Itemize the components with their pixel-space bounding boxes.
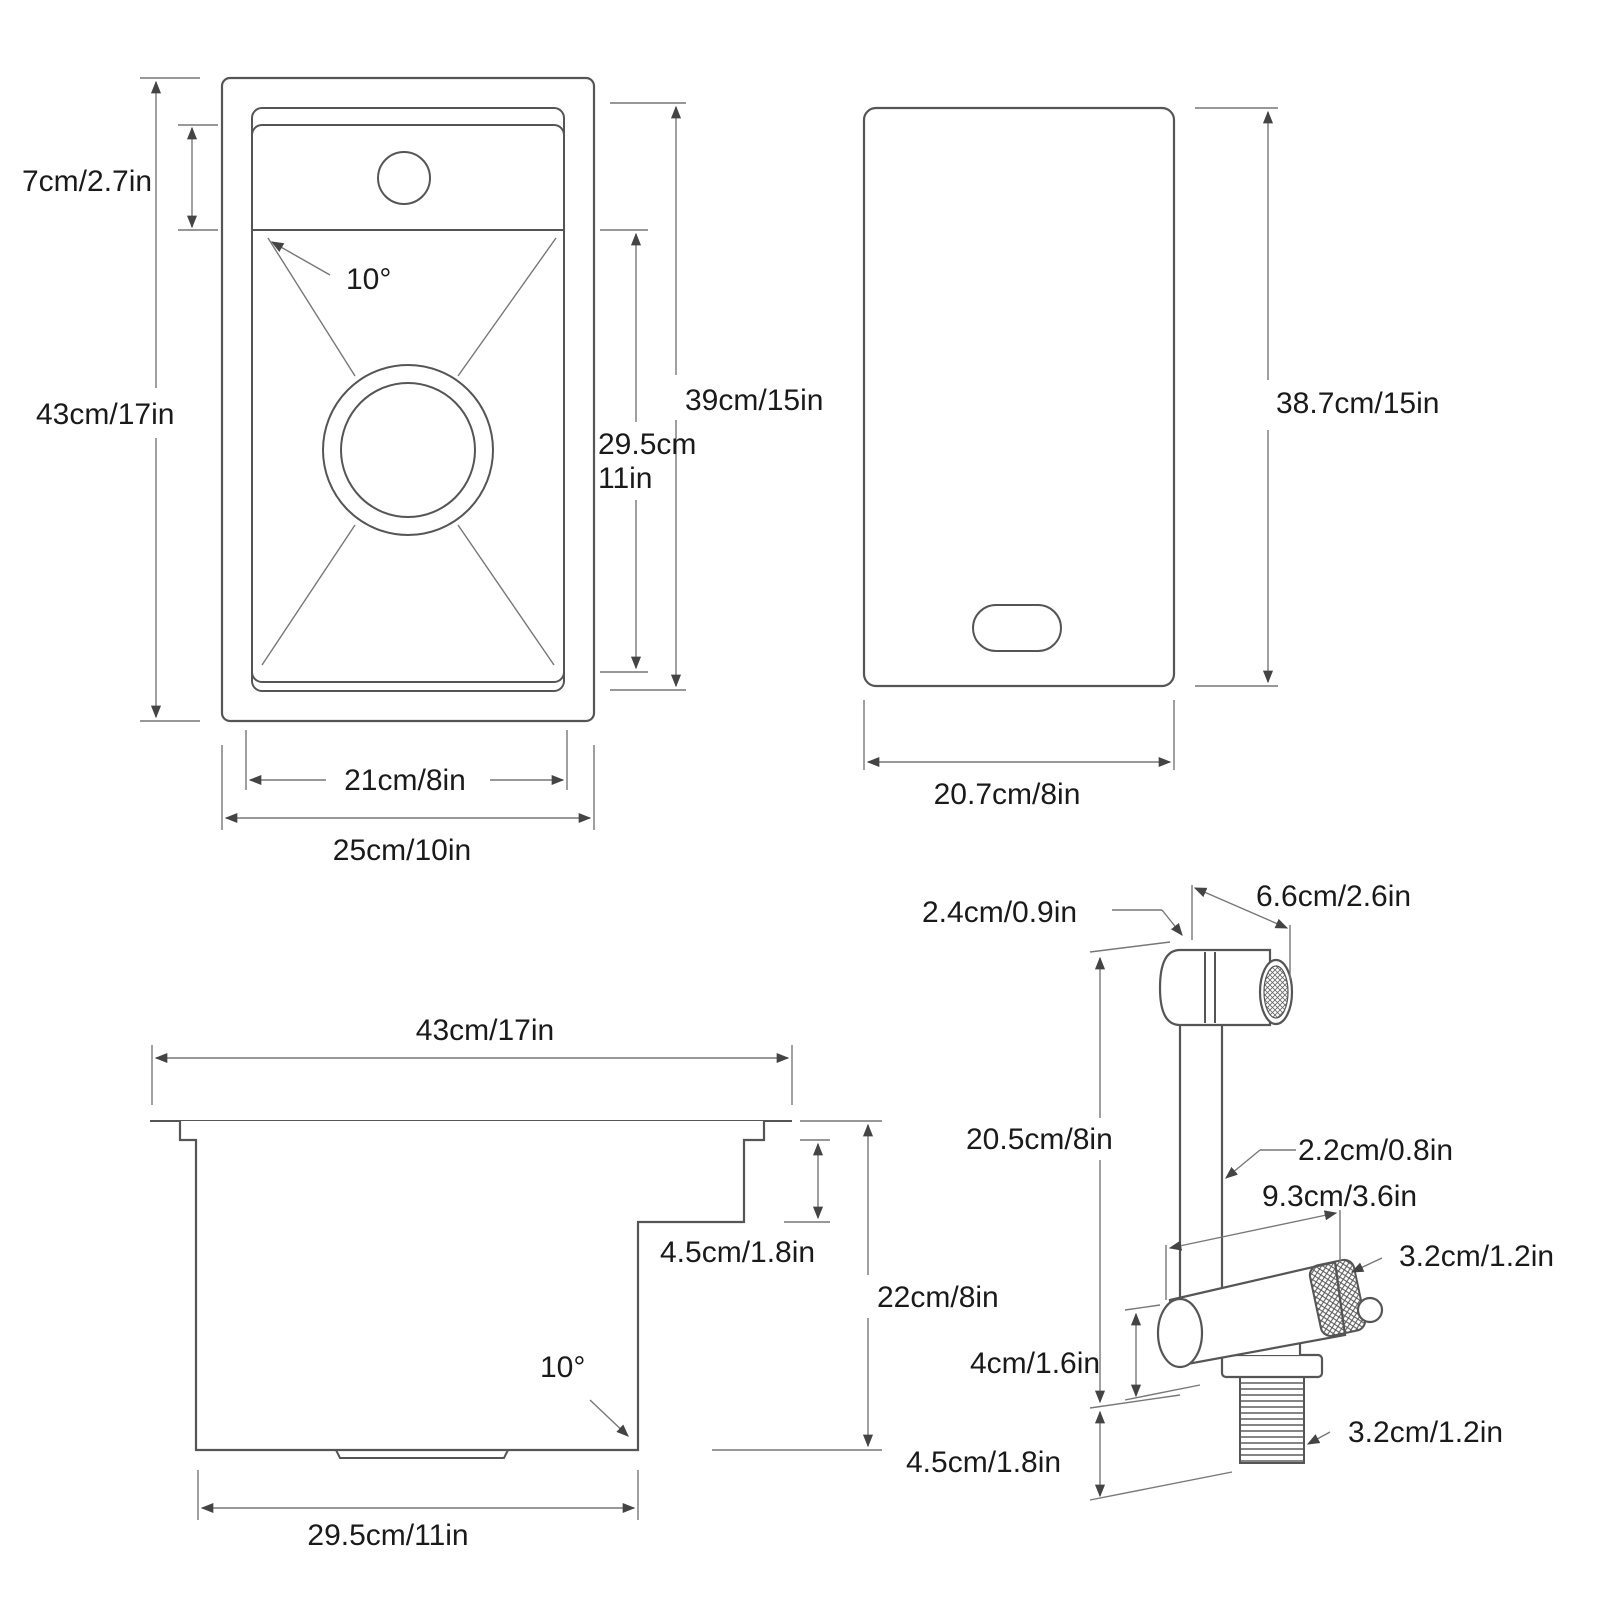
top-view-dimensions xyxy=(140,77,686,830)
faucet-height-label: 20.5cm/8in xyxy=(966,1123,1113,1156)
side-drain xyxy=(335,1449,509,1459)
faucet-pipe xyxy=(1178,983,1224,1307)
cover-board-outline xyxy=(862,106,1176,688)
body-height-label: 4cm/1.6in xyxy=(970,1347,1100,1380)
inner-length-label: 39cm/15in xyxy=(685,384,823,417)
thread-length-label: 4.5cm/1.8in xyxy=(906,1446,1061,1479)
top-angle-label: 10° xyxy=(346,263,391,296)
sink-outer-rim xyxy=(220,76,596,723)
sink-side-view xyxy=(150,1045,882,1520)
cover-board xyxy=(862,106,1278,770)
cover-width-label: 20.7cm/8in xyxy=(934,778,1081,811)
bowl-length-in-label: 11in xyxy=(598,462,653,495)
side-top-length-label: 43cm/17in xyxy=(416,1014,554,1047)
side-bottom-length-label: 29.5cm/11in xyxy=(307,1519,468,1552)
pipe-diameter-label: 2.2cm/0.8in xyxy=(1298,1134,1453,1167)
inner-width-label: 21cm/8in xyxy=(344,764,466,797)
drain-outer-ring xyxy=(322,364,494,536)
deck-depth-label: 7cm/2.7in xyxy=(22,165,152,198)
total-length-label: 43cm/17in xyxy=(36,398,174,431)
faucet-hole xyxy=(377,151,431,205)
cover-board-handle-slot xyxy=(972,604,1062,652)
outer-width-label: 25cm/10in xyxy=(333,834,471,867)
faucet-drawing xyxy=(1156,948,1384,1464)
side-total-depth-label: 22cm/8in xyxy=(877,1281,999,1314)
sink-top-view xyxy=(220,76,596,723)
faucet-base-nut xyxy=(1220,1353,1324,1379)
sink-side-profile xyxy=(178,1121,766,1452)
body-length-label: 9.3cm/3.6in xyxy=(1262,1180,1417,1213)
drain-inner-ring xyxy=(340,382,476,518)
handle-diameter-label: 3.2cm/1.2in xyxy=(1399,1240,1554,1273)
spout-diameter-label: 2.4cm/0.9in xyxy=(922,896,1077,929)
cover-length-label: 38.7cm/15in xyxy=(1276,387,1439,420)
side-angle-label: 10° xyxy=(540,1351,585,1384)
faucet-pivot xyxy=(1156,1297,1204,1369)
bowl-length-cm-label: 29.5cm xyxy=(598,428,696,461)
faucet-handle-cap xyxy=(1356,1296,1384,1324)
faucet-handle xyxy=(1308,1258,1367,1337)
spout-length-label: 6.6cm/2.6in xyxy=(1256,880,1411,913)
faucet-thread xyxy=(1239,1374,1305,1464)
faucet-dimensions xyxy=(1089,885,1383,1501)
sink-bowl-outline xyxy=(251,124,565,683)
thread-diameter-label: 3.2cm/1.2in xyxy=(1348,1416,1503,1449)
side-step-depth-label: 4.5cm/1.8in xyxy=(660,1236,815,1269)
